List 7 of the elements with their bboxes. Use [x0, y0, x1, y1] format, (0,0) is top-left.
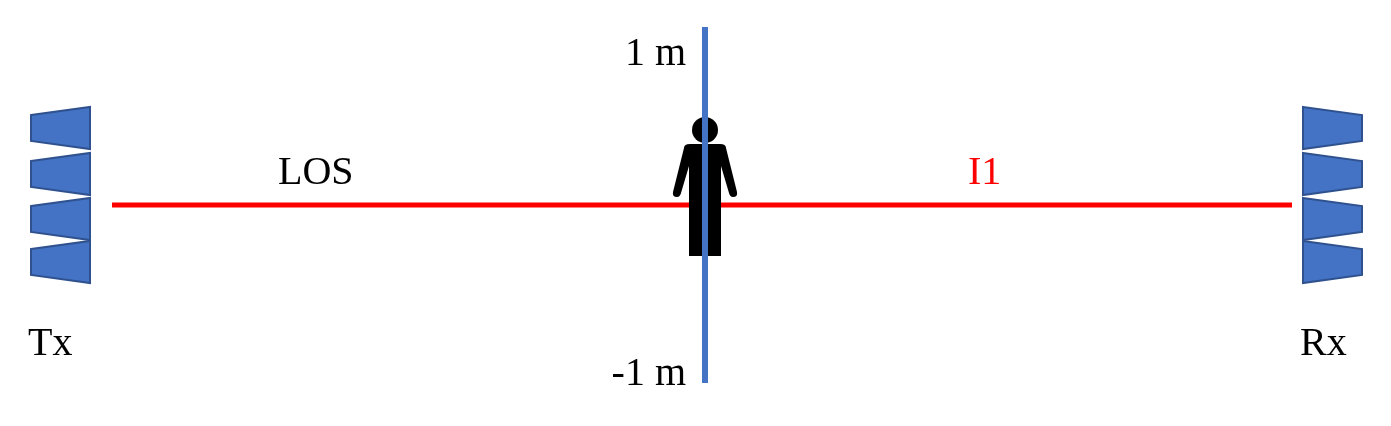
antenna-label: Tx [28, 322, 73, 362]
path-label: I1 [968, 151, 1002, 191]
edge-label: LOS [278, 151, 354, 191]
axis-tick-label: 1 m [624, 32, 686, 72]
axis-tick-label: -1 m [611, 352, 686, 392]
antenna-label: Rx [1300, 322, 1347, 362]
signal-path-line [112, 202, 1292, 208]
